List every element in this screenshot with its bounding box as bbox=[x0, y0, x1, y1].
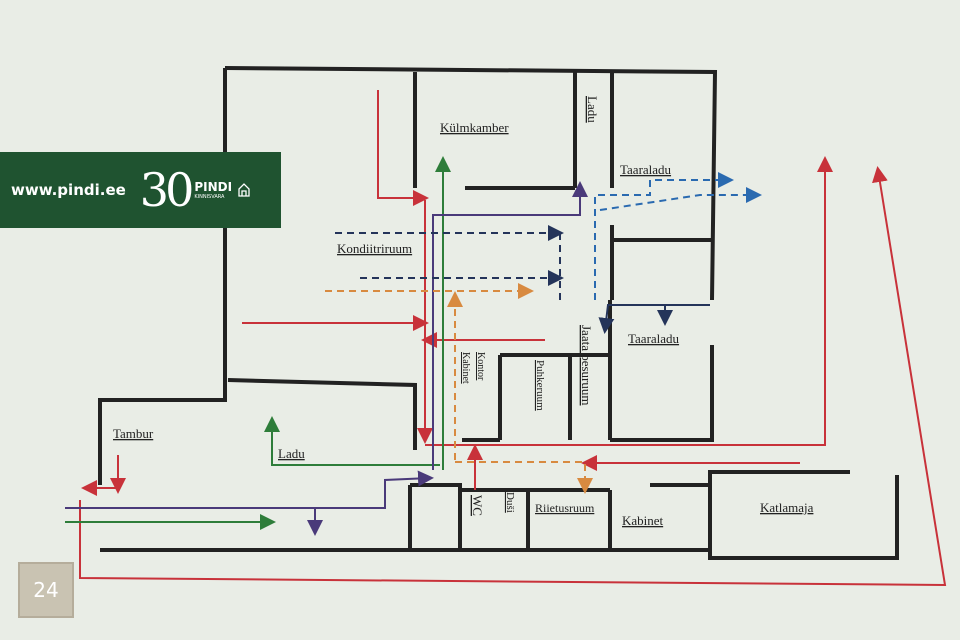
room-kulmkamber: Külmkamber bbox=[440, 120, 509, 135]
room-tambur: Tambur bbox=[113, 426, 154, 441]
room-ladu-low: Ladu bbox=[278, 446, 305, 461]
pindi-banner[interactable]: www.pindi.ee 30 PINDI KINNISVARA bbox=[0, 152, 281, 228]
room-kontor: Kontor bbox=[475, 352, 486, 381]
room-labels: Külmkamber Ladu Taaraladu Kondiitriruum … bbox=[113, 96, 814, 528]
room-taaraladu-mid: Taaraladu bbox=[628, 331, 680, 346]
website-link[interactable]: www.pindi.ee bbox=[11, 181, 126, 199]
walls bbox=[98, 66, 899, 560]
room-dusi: Duši bbox=[504, 492, 516, 513]
room-kabinet-vertical: Kabinet bbox=[460, 352, 471, 384]
page-number: 24 bbox=[18, 562, 74, 618]
room-riietusruum: Riietusruum bbox=[535, 501, 595, 515]
room-katlamaja: Katlamaja bbox=[760, 500, 814, 515]
brand-logo: PINDI KINNISVARA bbox=[194, 180, 232, 200]
room-wc: WC bbox=[470, 495, 485, 516]
flow-arrows bbox=[65, 90, 947, 587]
room-puhkeruum: Puhkeruum bbox=[534, 360, 546, 411]
anniversary-logo: 30 bbox=[139, 163, 195, 217]
room-ladu-top: Ladu bbox=[585, 96, 600, 123]
room-jaata-pesuruum: Jaata pesuruum bbox=[579, 325, 594, 406]
house-icon bbox=[238, 183, 250, 197]
room-kondiitriruum: Kondiitriruum bbox=[337, 241, 412, 256]
room-kabinet: Kabinet bbox=[622, 513, 664, 528]
room-taaraladu-top: Taaraladu bbox=[620, 162, 672, 177]
brand-subname: KINNISVARA bbox=[194, 194, 225, 200]
brand-name: PINDI bbox=[194, 180, 233, 194]
